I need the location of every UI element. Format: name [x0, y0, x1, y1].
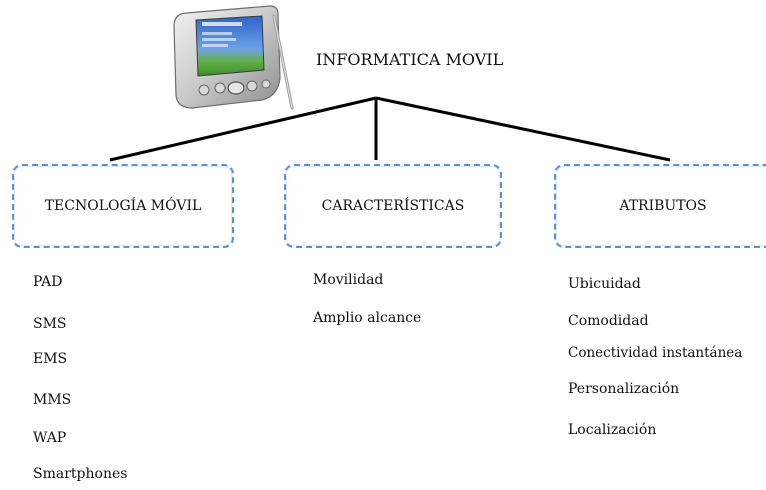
category-box-tecnologia-movil: TECNOLOGÍA MÓVIL [12, 164, 234, 248]
pocket-pc-device-icon [173, 5, 294, 110]
list-item: Personalización [568, 381, 680, 397]
list-item: Localización [568, 422, 657, 438]
diagram-title: INFORMATICA MOVIL [316, 50, 504, 69]
category-label-caracteristicas: CARACTERÍSTICAS [321, 198, 465, 214]
category-label-tecnologia-movil: TECNOLOGÍA MÓVIL [44, 198, 202, 214]
list-item: Amplio alcance [313, 310, 422, 326]
list-item: Ubicuidad [568, 276, 641, 292]
category-box-caracteristicas: CARACTERÍSTICAS [284, 164, 502, 248]
list-item: WAP [33, 430, 67, 446]
list-item: Movilidad [313, 272, 384, 288]
category-label-atributos: ATRIBUTOS [619, 198, 707, 214]
connector-left [109, 96, 377, 162]
list-item: Comodidad [568, 313, 649, 329]
connector-right [375, 96, 671, 162]
list-item: MMS [33, 392, 72, 408]
list-item: EMS [33, 351, 68, 367]
list-item: SMS [33, 316, 67, 332]
list-item: Smartphones [33, 466, 128, 482]
list-item: Conectividad instantánea [568, 345, 743, 361]
category-box-atributos: ATRIBUTOS [554, 164, 766, 248]
list-item: PAD [33, 274, 63, 290]
